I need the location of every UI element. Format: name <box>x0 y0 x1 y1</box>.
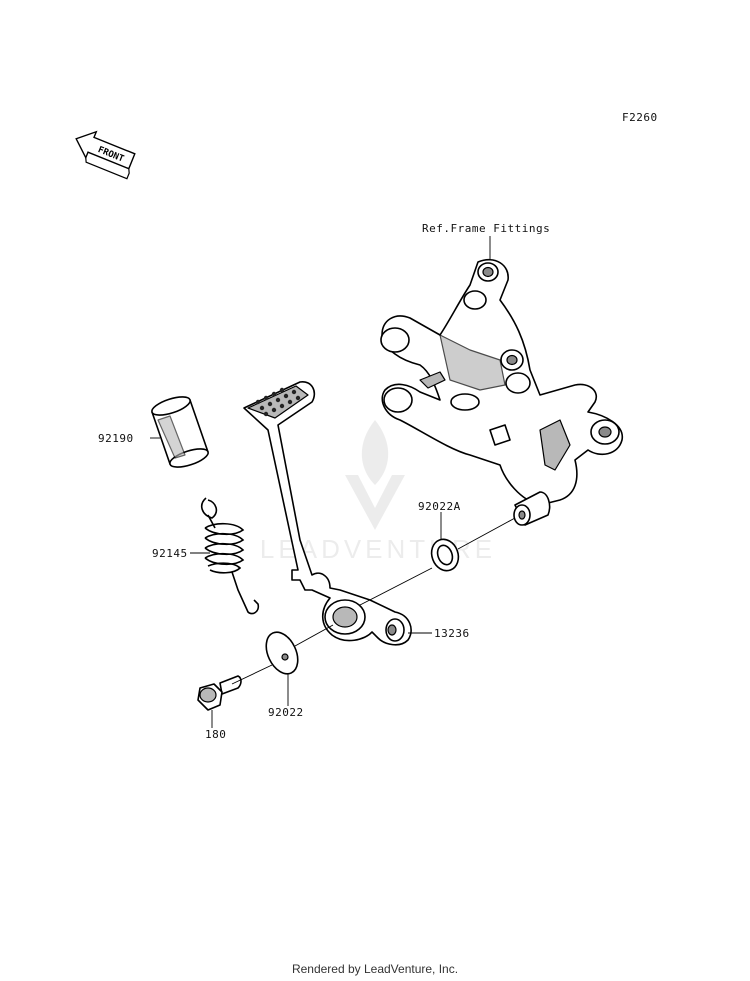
part-label-13236: 13236 <box>434 627 470 640</box>
part-label-92022a: 92022A <box>418 500 461 513</box>
pedal-grip-pattern <box>255 387 301 417</box>
ref-frame-fittings-label: Ref.Frame Fittings <box>422 222 550 235</box>
part-label-92022: 92022 <box>268 706 304 719</box>
sleeve-92190 <box>151 396 209 468</box>
watermark-flame-icon <box>361 420 389 485</box>
part-label-92145: 92145 <box>152 547 188 560</box>
diagram-code: F2260 <box>622 111 658 124</box>
watermark-v-icon <box>345 475 405 530</box>
washer-92022 <box>265 631 299 675</box>
part-label-180: 180 <box>205 728 226 741</box>
front-arrow-icon: FRONT <box>75 130 136 180</box>
footer-credit: Rendered by LeadVenture, Inc. <box>291 962 459 976</box>
brake-pedal <box>243 381 412 646</box>
spring-92145 <box>200 497 260 615</box>
part-label-92190: 92190 <box>98 432 134 445</box>
frame-fitting-bracket <box>380 258 623 526</box>
bolt-180 <box>197 675 242 711</box>
leader-lines <box>150 437 516 728</box>
